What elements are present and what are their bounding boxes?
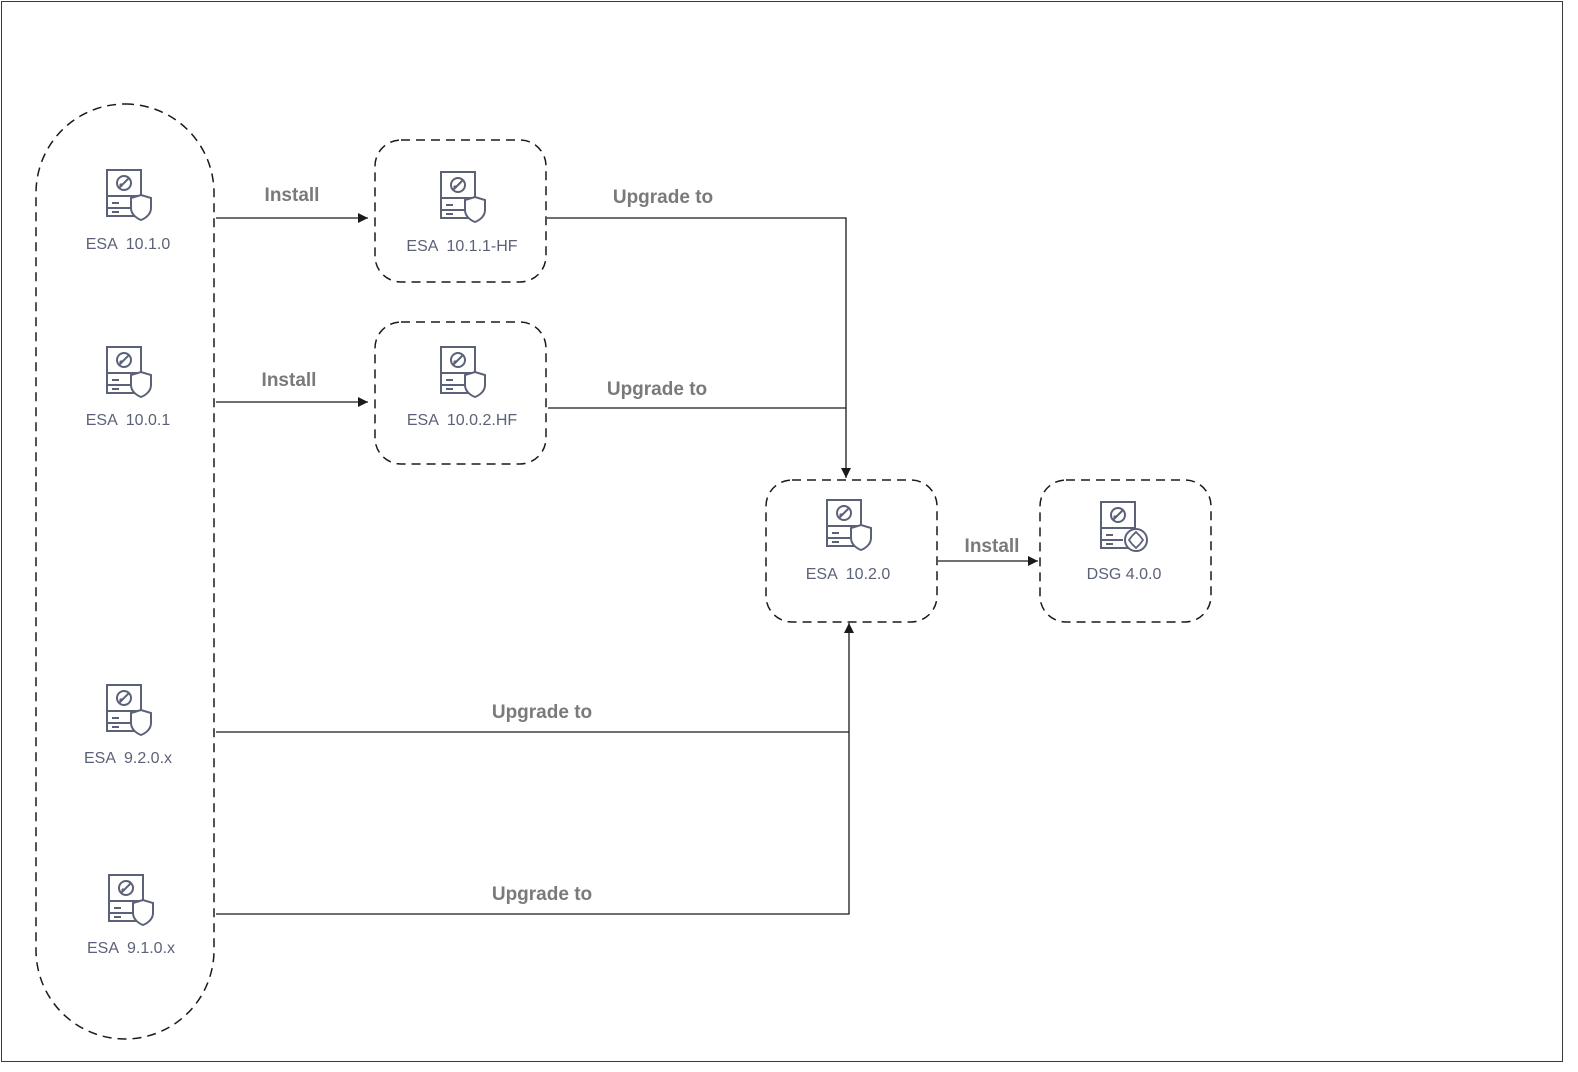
edge-label-upgrade-10-0-2: Upgrade to <box>606 379 708 400</box>
node-label-esa-10-1-0: ESA 10.1.0 <box>85 236 171 253</box>
node-label-esa-10-2-0: ESA 10.2.0 <box>805 566 891 583</box>
server-gateway-icon <box>1100 501 1148 552</box>
node-box-esa-10-2-0 <box>765 479 938 623</box>
server-shield-icon <box>440 171 486 223</box>
server-shield-icon <box>108 874 154 926</box>
node-box-esa-10-1-1-hf <box>374 139 547 283</box>
edge-upgrade-10-1-1 <box>547 217 851 478</box>
server-shield-icon <box>106 684 152 736</box>
node-label-esa-9-2-0-x: ESA 9.2.0.x <box>83 750 173 767</box>
edge-upgrade-9-1-0 <box>216 623 854 915</box>
node-box-dsg-4-0-0 <box>1039 479 1212 623</box>
node-label-dsg-4-0-0: DSG 4.0.0 <box>1086 566 1162 583</box>
source-group-container <box>35 103 215 1040</box>
node-label-esa-10-0-1: ESA 10.0.1 <box>85 412 171 429</box>
node-box-esa-10-0-2-hf <box>374 321 547 465</box>
server-shield-icon <box>106 346 152 398</box>
edge-label-install-10-1-0: Install <box>264 185 320 206</box>
server-shield-icon <box>106 169 152 221</box>
edge-label-install-10-0-1: Install <box>261 370 317 391</box>
edge-label-install-dsg: Install <box>964 536 1020 557</box>
server-shield-icon <box>826 499 872 551</box>
diagram-frame <box>1 1 1563 1062</box>
edge-label-upgrade-9-1-0: Upgrade to <box>491 884 593 905</box>
node-label-esa-9-1-0-x: ESA 9.1.0.x <box>86 940 176 957</box>
edge-label-upgrade-10-1-1: Upgrade to <box>612 187 714 208</box>
node-label-esa-10-1-1-hf: ESA 10.1.1-HF <box>406 238 518 255</box>
server-shield-icon <box>440 346 486 398</box>
node-label-esa-10-0-2-hf: ESA 10.0.2.HF <box>406 412 518 429</box>
edge-label-upgrade-9-2-0: Upgrade to <box>491 702 593 723</box>
